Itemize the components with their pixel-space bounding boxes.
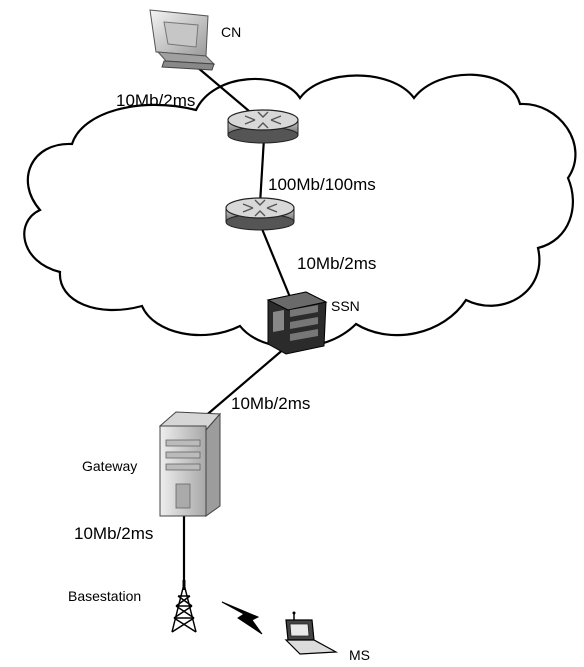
- link-label-router2-ssn: 10Mb/2ms: [297, 254, 377, 273]
- link-label-gateway-basestation: 10Mb/2ms: [74, 524, 154, 543]
- ms-laptop-icon: [284, 611, 339, 655]
- network-cloud: [23, 73, 577, 349]
- link-label-cn-router1: 10Mb/2ms: [116, 91, 196, 110]
- link-label-router1-router2: 100Mb/100ms: [268, 175, 376, 194]
- link-router1-router2: [258, 137, 266, 205]
- router-1-icon: [227, 109, 299, 144]
- gateway-label: Gateway: [82, 458, 138, 474]
- router-2-icon: [225, 197, 295, 231]
- ms-label: MS: [349, 647, 370, 663]
- ssn-label: SSN: [331, 298, 360, 314]
- basestation-label: Basestation: [68, 588, 142, 604]
- link-router2-ssn: [258, 223, 294, 303]
- link-label-ssn-gateway: 10Mb/2ms: [231, 394, 311, 413]
- basestation-tower-icon: [171, 580, 197, 633]
- ssn-server-icon: [266, 291, 328, 355]
- link-ssn-gateway: [195, 341, 293, 425]
- gateway-server-icon: [158, 411, 222, 517]
- cn-computer-icon: [149, 9, 216, 71]
- wireless-signal-icon: [221, 601, 263, 635]
- cn-label: CN: [221, 24, 242, 40]
